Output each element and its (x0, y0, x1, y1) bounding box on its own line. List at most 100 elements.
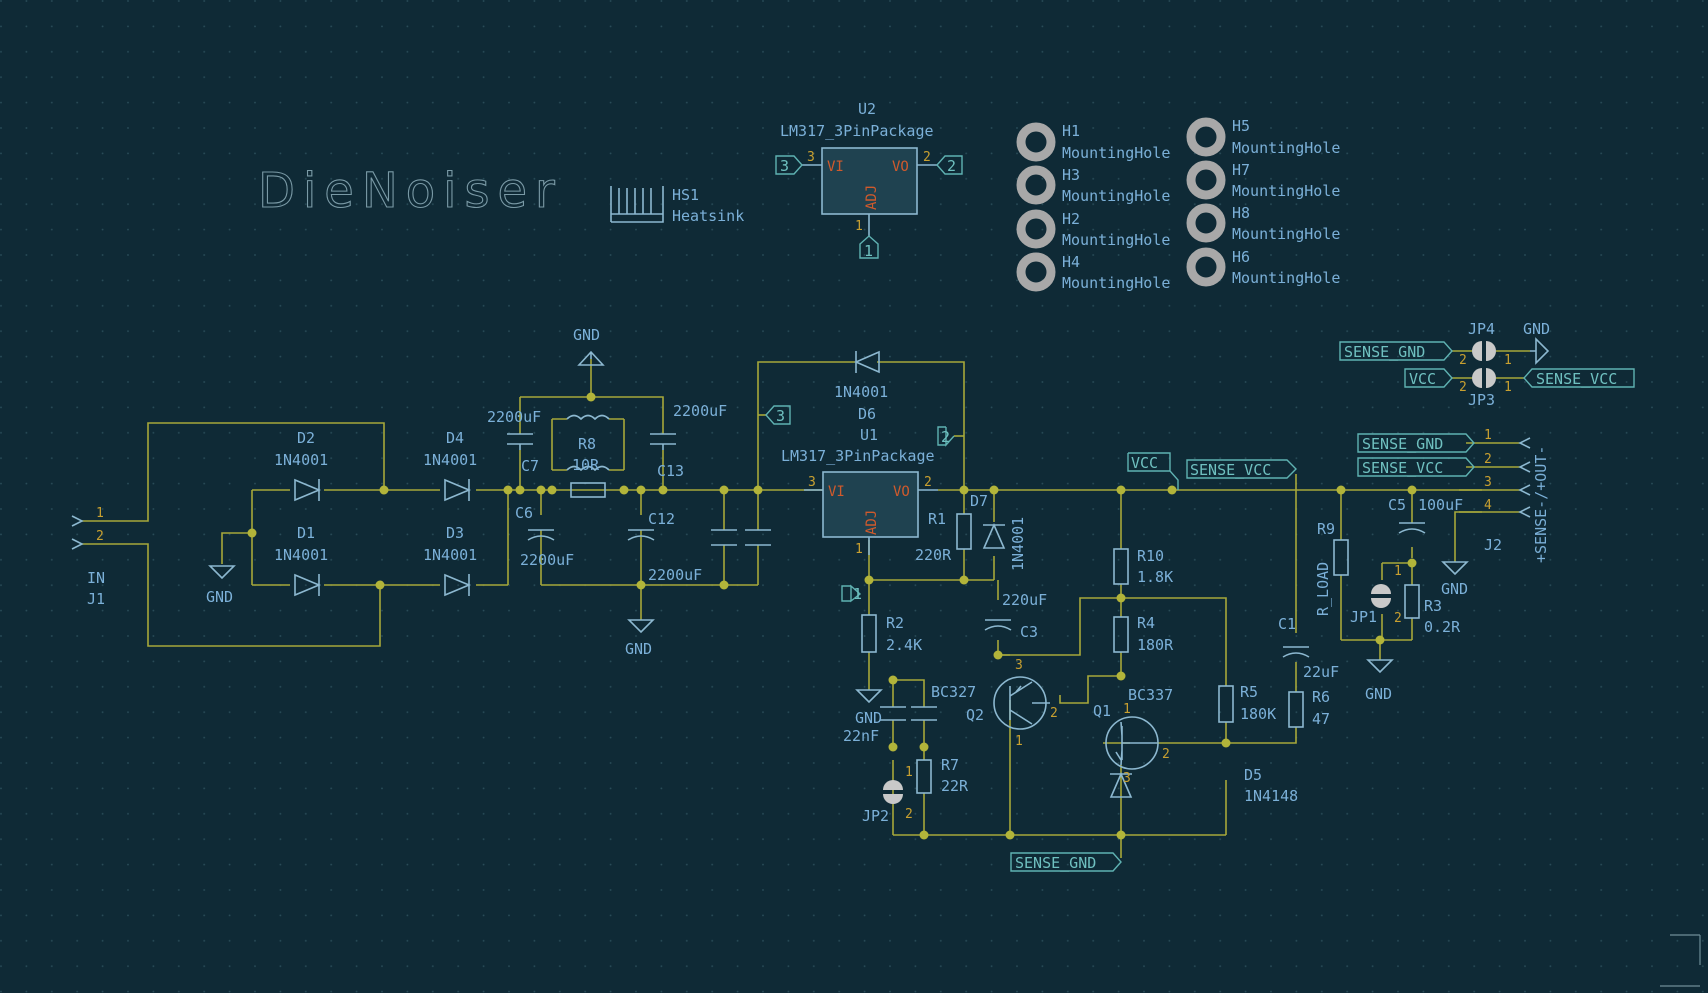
regulator-u2[interactable]: U2 LM317_3PinPackage VI VO ADJ 3 2 1 3 2… (775, 100, 963, 260)
u1-net1: 1 (853, 585, 862, 603)
diode-d5[interactable]: D5 1N4148 (1109, 766, 1298, 805)
resistor-r5[interactable]: R5 180K (1218, 683, 1276, 723)
net-label-sense-vcc-jp3[interactable]: SENSE_VCC (1523, 368, 1635, 388)
h5-value: MountingHole (1232, 139, 1340, 157)
resistor-r1[interactable]: R1 220R (915, 510, 972, 564)
wires (82, 359, 1505, 858)
u1-pin2-num: 2 (924, 475, 932, 490)
d4-value: 1N4001 (423, 451, 477, 469)
heatsink-hs1[interactable]: HS1 Heatsink (610, 186, 744, 225)
r4-value: 180R (1137, 636, 1174, 654)
mounting-hole-h4[interactable]: H4 MountingHole (1016, 252, 1170, 292)
q1-pin2-num: 2 (1162, 747, 1170, 762)
mounting-hole-h2[interactable]: H2 MountingHole (1016, 209, 1170, 249)
d2-value: 1N4001 (274, 451, 328, 469)
u2-pin3-num: 3 (807, 150, 815, 165)
diode-d3[interactable]: D3 1N4001 (423, 524, 477, 597)
jumper-jp3[interactable]: 2 1 JP3 (1452, 368, 1524, 409)
capacitor-c5[interactable]: C5 100uF (1388, 496, 1463, 534)
diode-d6[interactable]: 1N4001 D6 (834, 350, 888, 423)
u2-ref: U2 (858, 100, 876, 118)
diode-d7[interactable]: D7 1N4001 (970, 492, 1027, 571)
d1-value: 1N4001 (274, 546, 328, 564)
diode-d2[interactable]: D2 1N4001 (274, 429, 328, 502)
c13-ref: C13 (657, 462, 684, 480)
connector-j1[interactable]: 1 2 IN J1 (71, 506, 105, 608)
title-text: DieNoiser (258, 163, 563, 219)
resistor-r4[interactable]: R4 180R (1113, 614, 1174, 654)
q1-pin1-num: 1 (1123, 702, 1131, 717)
capacitor-c1[interactable]: C1 22uF (1278, 615, 1339, 681)
u2-net1: 1 (864, 242, 873, 260)
h2-ref: H2 (1062, 210, 1080, 228)
d6-value: 1N4001 (834, 383, 888, 401)
u1-pin-vo: VO (893, 484, 910, 500)
mounting-hole-h3[interactable]: H3 MountingHole (1016, 165, 1170, 205)
net-label-sense-gnd-jp4[interactable]: SENSE_GND (1339, 341, 1453, 361)
d3-ref: D3 (446, 524, 464, 542)
jumper-jp4[interactable]: 2 1 JP4 (1452, 320, 1530, 368)
jp1-pin2-num: 2 (1394, 611, 1402, 626)
d2-ref: D2 (297, 429, 315, 447)
r7-value: 22R (941, 777, 969, 795)
net-label-vcc-main[interactable]: VCC (1127, 452, 1179, 490)
capacitor-c6[interactable]: C6 2200uF (515, 504, 574, 569)
jumper-jp1[interactable]: 1 2 JP1 (1350, 564, 1402, 626)
jumper-jp2[interactable]: 1 2 JP2 (862, 765, 913, 825)
capacitor-c-plain-2[interactable] (745, 529, 771, 546)
resistor-r9[interactable]: R9 R_LOAD (1314, 520, 1349, 616)
mounting-hole-h6[interactable]: H6 MountingHole (1186, 247, 1340, 287)
j1-value: IN (87, 569, 105, 587)
j2-pin3-num: 3 (1484, 475, 1492, 490)
u2-pin2-num: 2 (923, 150, 931, 165)
h1-ref: H1 (1062, 122, 1080, 140)
jp4-pin1-num: 1 (1504, 353, 1512, 368)
regulator-u1[interactable]: U1 LM317_3PinPackage VI VO ADJ 3 2 1 3 2… (765, 405, 955, 603)
capacitor-c7[interactable]: 2200uF C7 (487, 408, 541, 475)
connector-j2[interactable]: 1 2 3 4 SENSE_GND SENSE_VCC +SENSE-/+OUT… (1357, 428, 1550, 563)
resistor-r8[interactable]: R8 10R (566, 414, 610, 498)
resistor-r7[interactable]: R7 22R (916, 756, 969, 795)
vcc-jp3-text: VCC (1409, 370, 1436, 388)
net-label-sense-gnd-bottom[interactable]: SENSE_GND (1010, 852, 1122, 872)
q1-ref: Q1 (1093, 702, 1111, 720)
j2-label-sense-vcc: SENSE_VCC (1362, 459, 1443, 477)
h1-value: MountingHole (1062, 144, 1170, 162)
h3-value: MountingHole (1062, 187, 1170, 205)
net-label-vcc-jp3[interactable]: VCC (1404, 368, 1453, 388)
c12-ref: C12 (648, 510, 675, 528)
transistor-q2[interactable]: 3 2 1 BC327 Q2 (931, 658, 1058, 749)
d7-value: 1N4001 (1009, 517, 1027, 571)
transistor-q1[interactable]: 1 2 3 BC337 Q1 (1093, 686, 1173, 786)
c13-value: 2200uF (673, 402, 727, 420)
mounting-hole-h8[interactable]: H8 MountingHole (1186, 203, 1340, 243)
page-corner-mark (1660, 934, 1701, 987)
resistor-r2[interactable]: R2 2.4K (861, 614, 922, 654)
resistor-r10[interactable]: R10 1.8K (1113, 547, 1173, 586)
gnd-symbol-top: GND (573, 326, 605, 366)
h8-ref: H8 (1232, 204, 1250, 222)
capacitor-c3[interactable]: 220uF C3 (984, 591, 1047, 641)
mounting-hole-h1[interactable]: H1 MountingHole (1016, 122, 1170, 162)
gnd-symbol-c12: GND (625, 619, 655, 658)
mounting-hole-h5[interactable]: H5 MountingHole (1186, 117, 1340, 157)
gnd-r2-text: GND (855, 709, 882, 727)
h4-value: MountingHole (1062, 274, 1170, 292)
capacitor-c13[interactable]: 2200uF C13 (650, 402, 727, 480)
diode-d4[interactable]: D4 1N4001 (423, 429, 477, 502)
u1-net2: 2 (941, 428, 950, 446)
mounting-hole-h7[interactable]: H7 MountingHole (1186, 160, 1340, 200)
resistor-r6[interactable]: R6 47 (1288, 688, 1330, 728)
capacitor-22nf-pair[interactable]: 22nF (843, 706, 937, 745)
resistor-r3[interactable]: R3 0.2R (1404, 584, 1461, 636)
j2-label-sense-gnd: SENSE_GND (1362, 435, 1443, 453)
c5-ref: C5 (1388, 496, 1406, 514)
jp2-pin2-num: 2 (905, 807, 913, 822)
r5-ref: R5 (1240, 683, 1258, 701)
diode-d1[interactable]: D1 1N4001 (274, 524, 328, 597)
q1-pin3-num: 3 (1123, 771, 1131, 786)
capacitor-c12[interactable]: C12 2200uF (627, 510, 702, 584)
d5-value: 1N4148 (1244, 787, 1298, 805)
net-label-sense-vcc-main[interactable]: SENSE_VCC (1186, 459, 1297, 479)
capacitor-c-plain-1[interactable] (711, 529, 737, 546)
